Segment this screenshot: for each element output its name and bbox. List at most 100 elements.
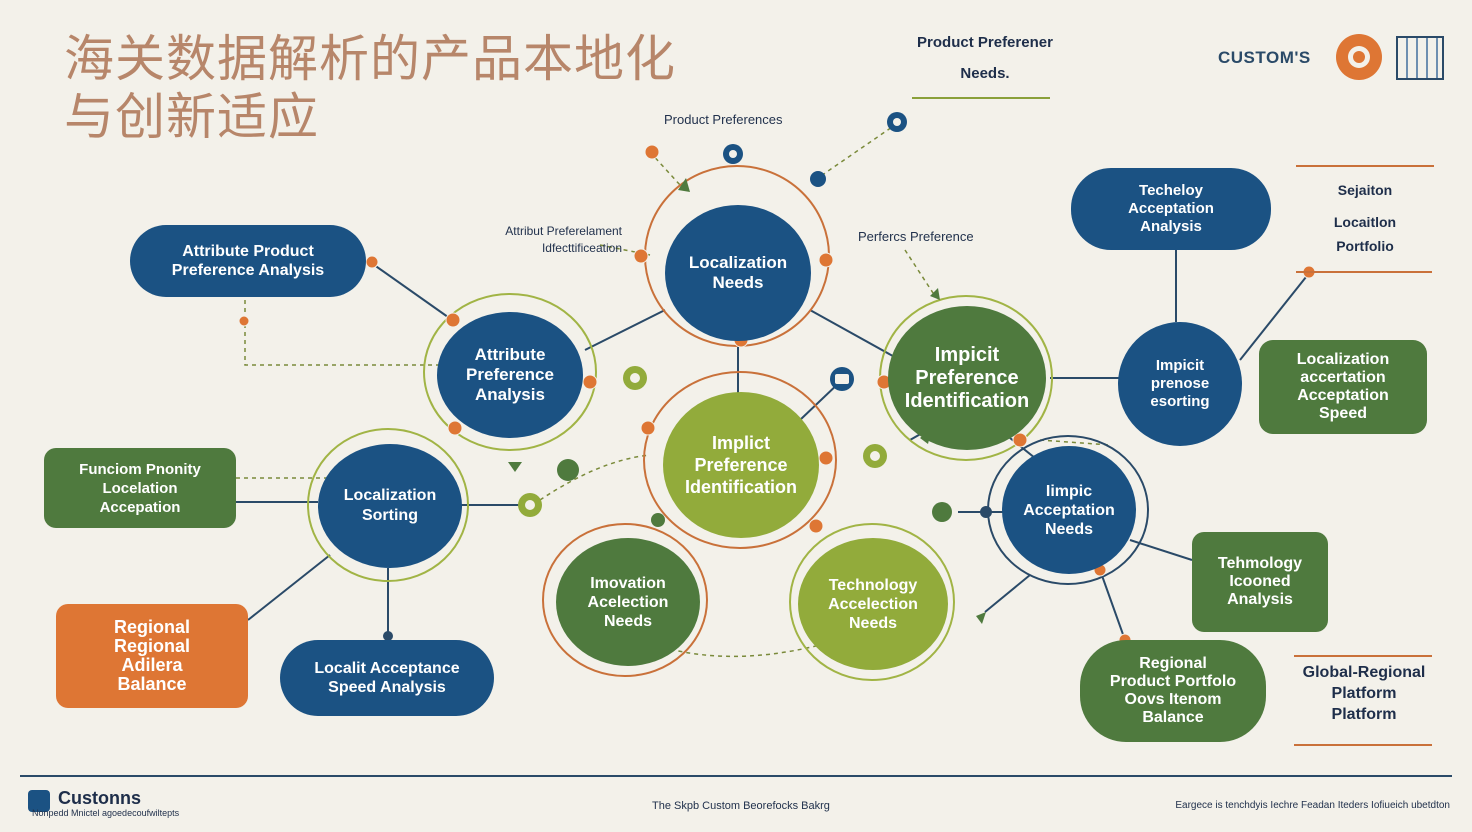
- dot-icon: [810, 171, 826, 187]
- node-function-priority[interactable]: Funciom Pnonity Locelation Accepation: [44, 448, 236, 528]
- building-chart-icon: [1396, 36, 1444, 80]
- node-label: Accepation: [99, 498, 181, 516]
- node-label: prenose: [1150, 375, 1210, 392]
- arrow-icon: [508, 462, 522, 472]
- node-label: Needs: [848, 614, 898, 632]
- node-innovation-acceleration[interactable]: Imovation Acelection Needs: [556, 538, 700, 666]
- node-label: Product Portfolo: [1109, 673, 1237, 690]
- ship-icon: [28, 790, 50, 812]
- note-product-preferences: Product Preferences: [664, 112, 783, 127]
- arrow-icon: [678, 178, 690, 192]
- connector-dot: [640, 420, 656, 436]
- node-label: Attribute Product: [182, 243, 314, 260]
- orbit-ring: [789, 523, 955, 681]
- node-label: Implict: [711, 433, 770, 453]
- arrow-icon: [976, 612, 986, 624]
- connector-dot: [980, 506, 992, 518]
- side-note-line: Locaitlon: [1333, 214, 1397, 230]
- globe-icon-center: [893, 118, 901, 126]
- side-note-top-right: Sejaiton Locaitlon Portfolio: [1300, 178, 1430, 258]
- node-label: Regional: [113, 636, 190, 656]
- footer-brand: Custonns Nonpedd Mnictel agoedecoufwilte…: [28, 788, 268, 822]
- connector: [1239, 271, 1311, 361]
- node-label: Preference: [466, 365, 554, 384]
- node-label: Adilera: [121, 655, 183, 675]
- node-label: Localization: [1296, 351, 1390, 368]
- dot-icon: [651, 513, 665, 527]
- dashed-connector: [539, 454, 651, 501]
- node-implicit-scoring[interactable]: Impicit prenose esorting: [1118, 322, 1242, 446]
- connector: [247, 554, 331, 621]
- connector-dot: [445, 312, 461, 328]
- connector-dot: [818, 450, 834, 466]
- side-note-bottom-right: Global-Regional Platform Platform: [1296, 662, 1432, 725]
- brand-logo: CUSTOM'S: [1218, 34, 1458, 84]
- node-label: Funciom Pnonity: [79, 460, 201, 478]
- arrow-icon: [930, 288, 940, 300]
- node-label: Analysis: [475, 385, 545, 404]
- node-label: Preference: [694, 455, 788, 475]
- page-title: 海关数据解析的产品本地化 与创新适应: [64, 30, 676, 146]
- orbit-ring: [307, 428, 469, 582]
- note-line: Idfecttificeation: [541, 241, 622, 255]
- side-note-line: Global-Regional: [1302, 664, 1426, 681]
- node-label: Identification: [685, 477, 797, 497]
- node-technology-acceleration[interactable]: Technology Accelection Needs: [798, 538, 948, 670]
- side-note-line: Platform: [1331, 706, 1397, 723]
- node-label: Speed: [1318, 405, 1367, 422]
- node-label: Locelation: [102, 479, 178, 497]
- node-label: Needs: [603, 612, 652, 630]
- node-technology-acceptation[interactable]: Techeloy Acceptation Analysis: [1071, 168, 1271, 250]
- connector: [984, 574, 1031, 613]
- node-localization-needs[interactable]: Localization Needs: [665, 205, 811, 341]
- header-note-line1: Product Preferener: [917, 34, 1053, 51]
- footer-brand-sub: Nonpedd Mnictel agoedecoufwiltepts: [32, 808, 180, 818]
- node-label: Oovs Itenom: [1124, 691, 1222, 708]
- node-label: Regional: [113, 617, 190, 637]
- note-line: Attribut Preferelament: [505, 224, 622, 238]
- node-regional-portfolio[interactable]: Regional Product Portfolo Oovs Itenom Ba…: [1080, 640, 1266, 742]
- node-attribute-product-preference[interactable]: Attribute Product Preference Analysis: [130, 225, 366, 297]
- node-technology-analysis[interactable]: Tehmology Icooned Analysis: [1192, 532, 1328, 632]
- node-localization-sorting[interactable]: Localization Sorting: [318, 444, 462, 568]
- dashed-connector: [814, 124, 896, 181]
- brand-logo-text: CUSTOM'S: [1218, 48, 1311, 67]
- node-label: Localization: [688, 253, 788, 272]
- connector-dot: [365, 255, 379, 269]
- node-local-acceptance-speed[interactable]: Localit Acceptance Speed Analysis: [280, 640, 494, 716]
- header-note-line2: Needs.: [960, 65, 1010, 82]
- node-implicit-preference-center[interactable]: Implict Preference Identification: [663, 392, 819, 538]
- node-label: Impicit: [1155, 357, 1205, 374]
- connector-dot: [644, 144, 660, 160]
- node-label: Regional: [1139, 655, 1207, 672]
- node-label: Icooned: [1229, 573, 1291, 590]
- node-label: Analysis: [1227, 591, 1293, 608]
- node-implicit-preference-right[interactable]: Impicit Preference Identification: [888, 306, 1046, 450]
- orbit-ring: [542, 523, 708, 677]
- node-label: Impicit: [934, 343, 1000, 366]
- leaf-icon: [932, 502, 952, 522]
- node-label: Techeloy: [1139, 182, 1203, 199]
- node-label: Accelection: [828, 595, 918, 613]
- page-title-line1: 海关数据解析的产品本地化: [64, 30, 676, 88]
- note-preference: Perfercs Preference: [858, 229, 974, 244]
- node-label: Sorting: [361, 507, 418, 524]
- gear-icon-center: [729, 150, 737, 158]
- connector-dot: [818, 252, 834, 268]
- footer-brand-name: Custonns: [58, 788, 141, 808]
- node-label: Tehmology: [1217, 555, 1303, 572]
- node-label: Needs: [1044, 520, 1093, 538]
- node-label: Acceptation: [1128, 200, 1214, 217]
- node-implicit-acceptation-needs[interactable]: Iimpic Acceptation Needs: [1002, 446, 1136, 574]
- globe-gear-icon: [1336, 34, 1382, 80]
- dashed-connector: [1039, 439, 1111, 446]
- footer-center-text: The Skpb Custom Beorefocks Bakrg: [652, 800, 830, 812]
- node-regional-balance[interactable]: Regional Regional Adilera Balance: [56, 604, 248, 708]
- node-attribute-preference-analysis[interactable]: Attribute Preference Analysis: [437, 312, 583, 438]
- node-localization-acceptation-speed[interactable]: Localization accertation Acceptation Spe…: [1259, 340, 1427, 434]
- node-label: Preference Analysis: [171, 262, 325, 279]
- node-label: Acceptation: [1023, 501, 1115, 519]
- node-label: Acelection: [587, 593, 669, 611]
